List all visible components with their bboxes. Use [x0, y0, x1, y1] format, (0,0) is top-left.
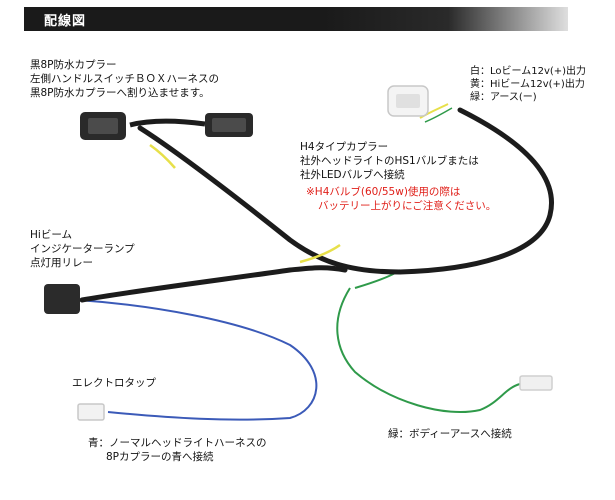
label-h4-warning-line2: バッテリー上がりにご注意ください。: [318, 200, 497, 212]
label-coupler-8p-line3: 黒8P防水カプラーへ割り込ませます。: [30, 87, 210, 99]
label-h4-warning-line1: ※H4バルブ(60/55w)使用の際は: [306, 186, 461, 198]
header-bar: 配線図: [24, 7, 568, 31]
coupler-harness: [129, 118, 206, 128]
yellow-wire-junction: [299, 243, 341, 264]
label-hi-beam-relay-line2: インジケーターランプ: [30, 243, 135, 255]
label-h4-coupler: H4タイプカプラー 社外ヘッドライトのHS1バルブまたは 社外LEDバルブへ接続: [300, 140, 479, 182]
main-harness: [137, 107, 554, 275]
label-hi-beam-relay-title: Hiビーム: [30, 229, 72, 241]
legend-white-lo-beam: 白：Loビーム12v(+)出力: [470, 66, 587, 77]
blue-wire: [77, 299, 318, 421]
label-coupler-8p-title: 黒8P防水カプラー: [30, 59, 117, 71]
label-h4-coupler-title: H4タイプカプラー: [300, 141, 389, 153]
label-green-wire: 緑：ボディーアースへ接続: [388, 428, 512, 440]
legend-green-ground: 緑：アース(ー): [470, 92, 537, 103]
electro-tap: [77, 403, 105, 421]
label-hi-beam-relay: Hiビーム インジケーターランプ 点灯用リレー: [30, 228, 135, 270]
relay-harness: [79, 265, 348, 303]
yellow-wire: [149, 143, 176, 169]
label-coupler-8p-line2: 左側ハンドルスイッチＢＯＸハーネスの: [30, 73, 219, 85]
green-wire-output: [424, 107, 453, 123]
label-h4-warning: ※H4バルブ(60/55w)使用の際は バッテリー上がりにご注意ください。: [306, 185, 496, 213]
label-blue-wire-line1: 青：ノーマルヘッドライトハーネスの: [88, 437, 267, 449]
ground-terminal: [519, 375, 553, 391]
label-coupler-8p: 黒8P防水カプラー 左側ハンドルスイッチＢＯＸハーネスの 黒8P防水カプラーへ割…: [30, 58, 219, 100]
label-hi-beam-relay-line3: 点灯用リレー: [30, 257, 93, 269]
label-blue-wire: 青：ノーマルヘッドライトハーネスの 8Pカプラーの青へ接続: [88, 436, 267, 464]
legend-yellow-hi-beam: 黄：Hiビーム12v(+)出力: [470, 79, 585, 90]
green-wire: [336, 287, 521, 414]
label-output-legend: 白：Loビーム12v(+)出力 黄：Hiビーム12v(+)出力 緑：アース(ー): [470, 65, 586, 104]
page-title: 配線図: [44, 14, 87, 29]
label-h4-coupler-line2: 社外ヘッドライトのHS1バルブまたは: [300, 155, 479, 167]
label-blue-wire-line2: 8Pカプラーの青へ接続: [106, 451, 214, 463]
label-electro-tap: エレクトロタップ: [72, 377, 156, 389]
label-h4-coupler-line3: 社外LEDバルブへ接続: [300, 169, 405, 181]
hi-beam-relay: [44, 284, 80, 314]
